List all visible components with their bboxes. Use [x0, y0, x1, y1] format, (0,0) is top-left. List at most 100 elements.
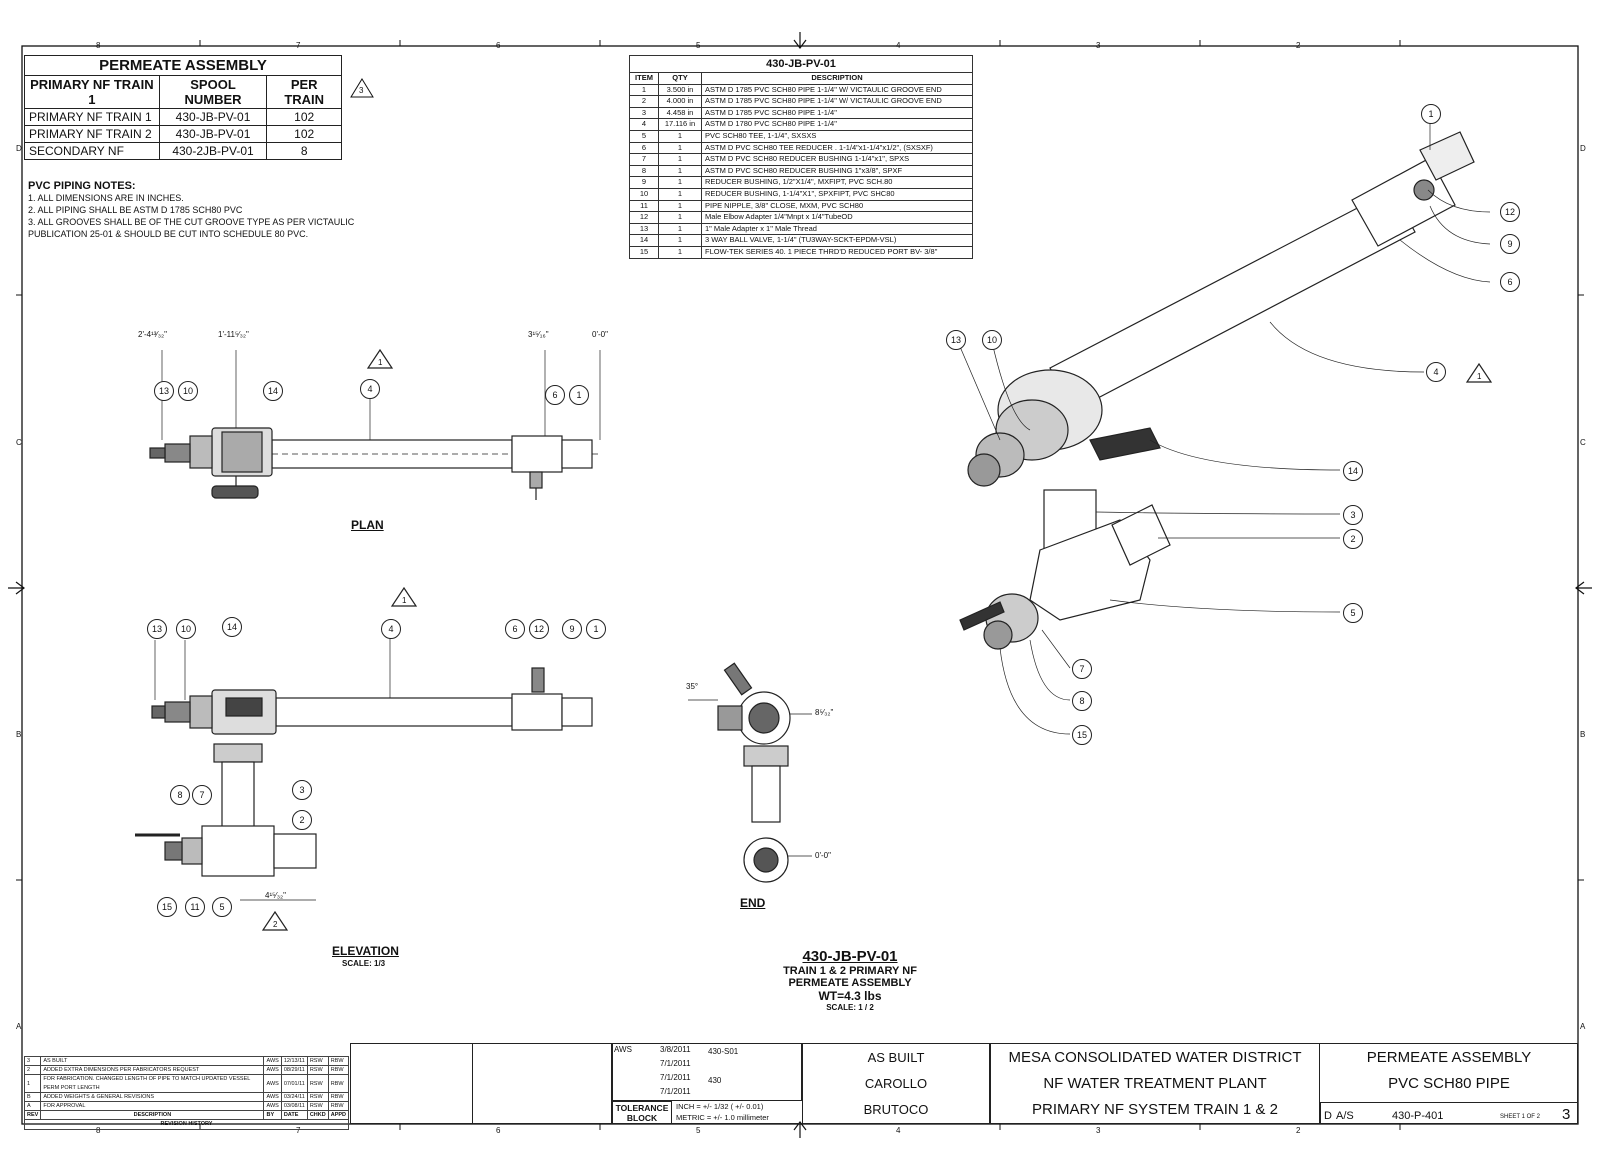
- tb-dwg-cell: [1320, 1102, 1578, 1124]
- zone-bottom-5: 5: [696, 1126, 701, 1135]
- revision-cell: AWS: [263, 1091, 282, 1103]
- table-row: PRIMARY NF TRAIN 1 430-JB-PV-01 102: [24, 108, 342, 126]
- zone-bottom-8: 8: [96, 1126, 101, 1135]
- revision-cell: RBW: [327, 1091, 350, 1103]
- tb-tol-metric: METRIC = +/- 1.0 millimeter: [676, 1113, 769, 1122]
- callout-bubble: 15: [157, 897, 177, 917]
- tb-date-1: 3/8/2011: [660, 1045, 691, 1054]
- callout-bubble: 10: [176, 619, 196, 639]
- zone-bottom-4: 4: [896, 1126, 901, 1135]
- callout-bubble: 7: [1072, 659, 1092, 679]
- tb-status: AS BUILT: [867, 1050, 925, 1065]
- bom-cell: ASTM D PVC SCH80 REDUCER BUSHING 1-1/4"x…: [701, 153, 973, 166]
- revision-cell: 2: [23, 1065, 42, 1076]
- view-subtitle-2: PERMEATE ASSEMBLY: [788, 977, 912, 989]
- callout-bubble: 2: [292, 810, 312, 830]
- revision-history-label: REVISION HISTORY: [24, 1119, 349, 1130]
- plan-dim-4: 0'-0": [592, 330, 608, 339]
- revision-cell: 03/24/11: [280, 1091, 308, 1103]
- note-line: 3. ALL GROOVES SHALL BE OF THE CUT GROOV…: [28, 217, 355, 227]
- callout-bubble: 13: [946, 330, 966, 350]
- callout-bubble: 4: [360, 379, 380, 399]
- revision-cell: 03/08/11: [280, 1101, 308, 1112]
- pa-header-2: SPOOL NUMBER: [158, 75, 268, 109]
- rev-header: DESCRIPTION: [40, 1110, 265, 1121]
- callout-bubble: 3: [292, 780, 312, 800]
- callout-bubble: 1: [1421, 104, 1441, 124]
- tb-drawn: AWS: [614, 1045, 632, 1054]
- revision-cell: AWS: [263, 1065, 282, 1076]
- zone-right-B: B: [1580, 730, 1586, 739]
- pa-cell: SECONDARY NF: [24, 142, 160, 160]
- view-subtitle-1: TRAIN 1 & 2 PRIMARY NF: [783, 965, 917, 977]
- callout-bubble: 14: [222, 617, 242, 637]
- revision-cell: RBW: [327, 1074, 350, 1093]
- bom-cell: ASTM D PVC SCH80 REDUCER BUSHING 1"x3/8"…: [701, 164, 973, 178]
- bom-cell: REDUCER BUSHING, 1/2"X1/4", MXFIPT, PVC …: [701, 176, 973, 189]
- zone-bottom-2: 2: [1296, 1126, 1301, 1135]
- iso-flag-text: 1: [1477, 372, 1482, 381]
- bom-cell: 1: [658, 129, 702, 143]
- rev-header: REV: [23, 1110, 42, 1121]
- tb-size: D: [1324, 1110, 1332, 1122]
- revision-cell: RSW: [306, 1074, 329, 1093]
- revision-cell: RBW: [327, 1101, 350, 1112]
- bom-cell: 1: [658, 153, 702, 166]
- tb-date-4: 7/1/2011: [660, 1087, 691, 1096]
- bom-cell: FLOW-TEK SERIES 40. 1 PIECE THRD'D REDUC…: [701, 245, 973, 259]
- plan-dim-1: 2'-4¹³⁄₃₂": [138, 330, 167, 339]
- callout-bubble: 4: [1426, 362, 1446, 382]
- callout-bubble: 3: [1343, 505, 1363, 525]
- callout-bubble: 11: [185, 897, 205, 917]
- zone-top-8: 8: [96, 41, 101, 50]
- pa-cell: 430-2JB-PV-01: [158, 142, 268, 160]
- tb-project-1: MESA CONSOLIDATED WATER DISTRICT: [1008, 1049, 1302, 1066]
- rev-header: DATE: [280, 1110, 308, 1121]
- table-row: PRIMARY NF TRAIN 2 430-JB-PV-01 102: [24, 125, 342, 143]
- revision-cell: AWS: [263, 1074, 282, 1093]
- revision-cell: AS BUILT: [40, 1055, 265, 1067]
- bom-cell: 6: [629, 141, 659, 155]
- tb-date-2: 7/1/2011: [660, 1059, 691, 1068]
- callout-bubble: 9: [1500, 234, 1520, 254]
- tb-dwg-no: 430-P-401: [1392, 1110, 1444, 1122]
- zone-left-D: D: [16, 144, 22, 153]
- elevation-dim: 4¹⁵⁄₃₂": [265, 891, 286, 900]
- bom-cell: 1: [658, 245, 702, 259]
- tb-project-cell: [990, 1043, 1320, 1124]
- zone-bottom-6: 6: [496, 1126, 501, 1135]
- revision-triangle-icon: [350, 78, 374, 98]
- bom-cell: 3 WAY BALL VALVE, 1-1/4" (TU3WAY-SCKT-EP…: [701, 234, 973, 247]
- end-label: END: [740, 896, 766, 910]
- callout-bubble: 4: [381, 619, 401, 639]
- revision-cell: ADDED WEIGHTS & GENERAL REVISIONS: [40, 1091, 265, 1103]
- elevation-flag-1: 1: [402, 596, 407, 605]
- tb-contractor: BRUTOCO: [863, 1102, 929, 1117]
- callout-bubble: 6: [545, 385, 565, 405]
- revision-cell: AWS: [263, 1055, 282, 1067]
- zone-left-C: C: [16, 438, 22, 447]
- bom-cell: 15: [629, 245, 659, 259]
- rev-header: BY: [263, 1110, 282, 1121]
- tb-rev: 3: [1562, 1106, 1571, 1123]
- tb-project-3: PRIMARY NF SYSTEM TRAIN 1 & 2: [1032, 1101, 1278, 1118]
- callout-bubble: 8: [1072, 691, 1092, 711]
- bom-cell: 9: [629, 176, 659, 189]
- bom-cell: PIPE NIPPLE, 3/8" CLOSE, MXM, PVC SCH80: [701, 199, 973, 213]
- tb-blank-cell: [472, 1043, 612, 1124]
- end-dim-angle: 35°: [686, 682, 699, 691]
- tb-tol-inch: INCH = +/- 1/32 ( +/- 0.01): [676, 1102, 764, 1111]
- revision-cell: FOR FABRICATION. CHANGED LENGTH OF PIPE …: [40, 1074, 265, 1093]
- view-weight: WT=4.3 lbs: [818, 989, 882, 1003]
- callout-bubble: 8: [170, 785, 190, 805]
